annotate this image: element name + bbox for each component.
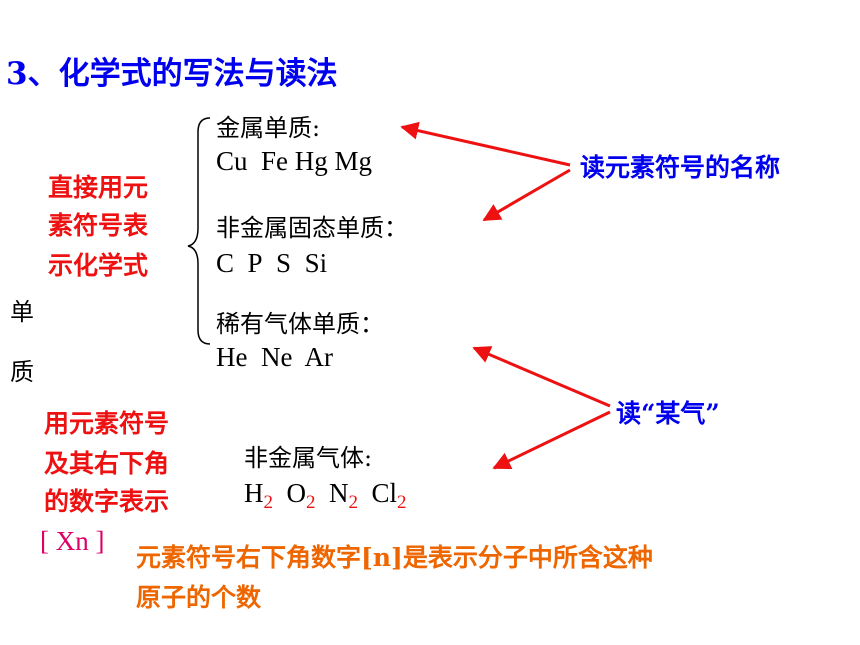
note-read-name: 读元素符号的名称: [580, 153, 781, 182]
noble-gas-label: 稀有气体单质：: [216, 310, 384, 338]
formula-n2: N2: [329, 478, 358, 513]
direct-line-3: 示化学式: [48, 251, 149, 280]
symbol-he: He: [216, 342, 248, 372]
note-read-gas: 读“某气”: [616, 399, 720, 428]
symbol-fe: Fe: [261, 146, 289, 176]
direct-line-1: 直接用元: [48, 173, 149, 202]
notation-xn: [ Xn ]: [40, 526, 105, 556]
nonmetal-solid-symbols: C P S Si: [216, 248, 327, 279]
unit-char-2: 质: [10, 358, 34, 386]
subscript-line-2: 及其右下角: [44, 449, 170, 478]
arrow-to-metal: [400, 121, 571, 167]
arrow-to-nonmetal-gas: [492, 410, 611, 470]
symbol-s: S: [276, 248, 292, 278]
arrow-to-nonmetal-solid: [482, 168, 571, 222]
direct-line-2: 素符号表: [48, 211, 149, 240]
symbol-ar: Ar: [304, 342, 333, 372]
subscript-line-1: 用元素符号: [44, 409, 170, 438]
symbol-si: Si: [304, 248, 328, 278]
symbol-c: C: [216, 248, 235, 278]
symbol-ne: Ne: [260, 342, 293, 372]
metal-symbols: Cu Fe Hg Mg: [216, 146, 372, 177]
symbol-cu: Cu: [216, 146, 248, 176]
formula-cl2: Cl2: [371, 478, 407, 513]
nonmetal-gas-formulas: H2 O2 N2 Cl2: [244, 478, 407, 513]
nonmetal-solid-label: 非金属固态单质：: [216, 214, 408, 242]
metal-label: 金属单质:: [216, 114, 321, 142]
symbol-hg: Hg: [294, 146, 328, 176]
subscript-line-3: 的数字表示: [44, 487, 170, 516]
formula-h2: H2: [244, 478, 273, 513]
symbol-mg: Mg: [334, 146, 373, 176]
grouping-brace: [187, 117, 211, 345]
noble-gas-symbols: He Ne Ar: [216, 342, 333, 373]
arrow-to-noble-gas: [472, 346, 611, 408]
explanation-line-1: 元素符号右下角数字[n]是表示分子中所含这种: [136, 543, 653, 572]
symbol-p: P: [247, 248, 263, 278]
nonmetal-gas-label: 非金属气体:: [244, 444, 373, 472]
page-title: 3、化学式的写法与读法: [6, 56, 338, 92]
unit-char-1: 单: [10, 298, 34, 326]
formula-o2: O2: [286, 478, 316, 513]
explanation-line-2: 原子的个数: [136, 583, 262, 612]
